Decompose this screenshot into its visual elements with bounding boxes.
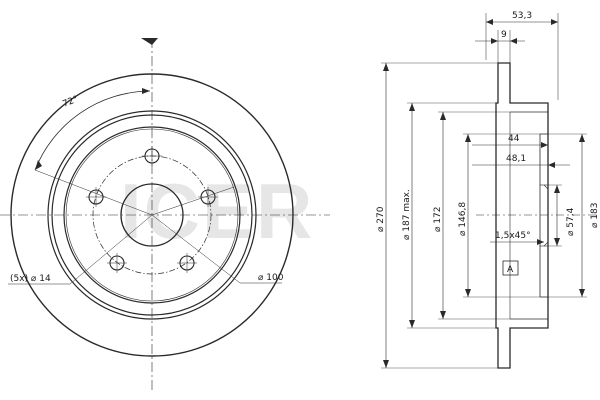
dia-187-label: ⌀ 187 max. [402, 189, 412, 240]
angle-arc-arrow [35, 160, 42, 170]
bolt-hole-label: (5x) ⌀ 14 [10, 274, 51, 284]
friction-ring-inner-edge-2 [51, 114, 253, 316]
disc-outer-edge [10, 73, 294, 357]
dim-flange-label: 9 [501, 30, 507, 40]
dim-48-1-label: 48,1 [506, 154, 526, 164]
front-view [0, 38, 330, 392]
chamfer-label: 1,5x45° [495, 231, 531, 241]
side-view [381, 13, 596, 369]
icer-watermark-logo: ICER [120, 167, 314, 255]
angle-radial-line [34, 169, 153, 216]
angle-radial-line-2 [151, 186, 235, 216]
dia-183-label: ⌀ 183 [590, 203, 600, 228]
hat-outer-edge-2 [65, 128, 239, 302]
datum-a-label: A [507, 265, 514, 275]
dia-57-4-label: ⌀ 57,4 [566, 207, 576, 236]
dia-270-label: ⌀ 270 [376, 206, 386, 232]
hat-outer-edge [63, 126, 241, 304]
dim-44-label: 44 [508, 134, 520, 144]
pcd-leader-radial [151, 214, 241, 284]
dim-overall-width-label: 53,3 [512, 11, 532, 21]
angle-label: 72° [61, 95, 80, 110]
top-center-arrow [141, 38, 158, 45]
friction-ring-inner-edge [47, 110, 257, 320]
angle-arc [34, 90, 151, 171]
dia-172-label: ⌀ 172 [433, 207, 443, 232]
dia-146-8-label: ⌀ 146,8 [458, 202, 468, 236]
bolt-hole-centermarks [86, 146, 218, 273]
angle-arc-arrow-2 [142, 88, 150, 94]
datum-a-box [502, 260, 519, 276]
bolt-hole-leader-radial [69, 214, 153, 285]
center-bore [120, 183, 184, 247]
pcd-label: ⌀ 100 [258, 273, 284, 283]
